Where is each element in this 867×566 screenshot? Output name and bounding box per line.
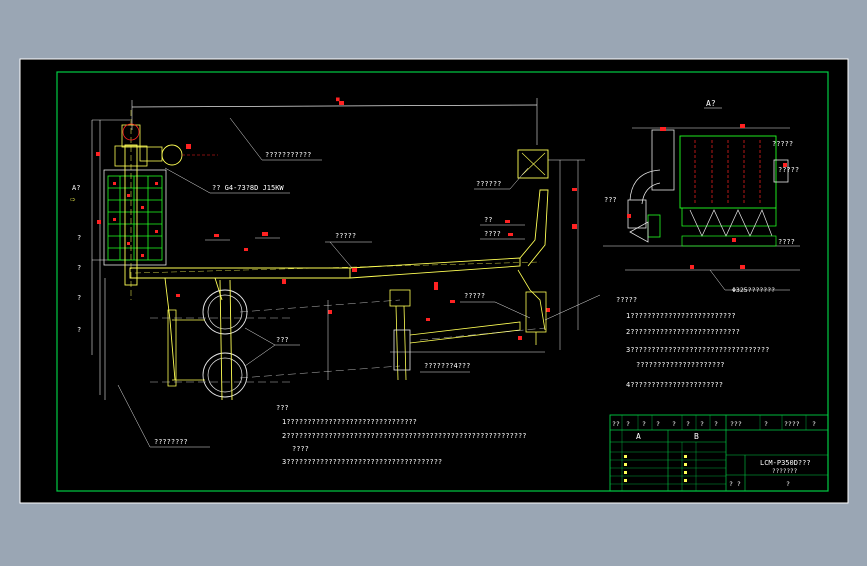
tb-header-cell: ? <box>812 420 816 428</box>
tb-col-b: B <box>694 432 699 441</box>
left-mark: ? <box>77 294 81 302</box>
view-a-callout: ???? <box>778 238 795 246</box>
notes-bottom: ??? 1??????????????????????????????? 2??… <box>276 404 526 466</box>
left-mark: ? <box>77 264 81 272</box>
tb-header-cell: ??? <box>730 420 742 428</box>
view-a: A? ????? ????? ??? ???? Φ3 <box>603 99 800 294</box>
callout-hood: ?????? <box>476 180 501 188</box>
tb-header-cell: ???? <box>784 420 800 428</box>
callout-right-mid: ????? <box>464 292 485 300</box>
note-line: 1??????????????????????????????? <box>282 418 417 426</box>
notes-right: ????? 1????????????????????????? 2??????… <box>616 296 769 389</box>
callout-small-2: ???? <box>484 230 501 238</box>
view-a-callout: ????? <box>778 166 799 174</box>
note-line: 1????????????????????????? <box>626 312 736 320</box>
callout-top-pipe: ??????????? <box>265 151 311 159</box>
view-a-label: A? <box>706 99 716 108</box>
callout-small-1: ?? <box>484 216 492 224</box>
tb-header-cell: ? <box>764 420 768 428</box>
note-line: 2???????????????????????????????????????… <box>282 432 526 440</box>
left-mark: ? <box>77 326 81 334</box>
note-line: 4?????????????????????? <box>626 381 723 389</box>
left-mark: ? <box>77 234 81 242</box>
overall-dim: ■ <box>336 96 340 103</box>
callout-cyclones: ??? <box>276 336 289 344</box>
drop-piping <box>389 269 547 381</box>
drawing-subtitle: ??????? <box>772 468 798 475</box>
callout-mid-pipe: ????? <box>335 232 356 240</box>
tb-header-cell: ? <box>642 420 646 428</box>
tb-cell: ? ? <box>729 480 741 488</box>
note-line: ????????????????????? <box>636 361 725 369</box>
tb-header-cell: ? <box>714 420 718 428</box>
notes-title: ??? <box>276 404 289 412</box>
note-line: 2?????????????????????????? <box>626 328 740 336</box>
note-line: ???? <box>292 445 309 453</box>
tb-header-cell: ?? <box>612 420 620 428</box>
tb-cell: ? <box>786 480 790 488</box>
main-duct <box>129 149 549 381</box>
notes-title: ????? <box>616 296 637 304</box>
fan-model-label: ?? G4-73?8D J15KW <box>212 184 284 192</box>
tb-header-cell: ? <box>700 420 704 428</box>
view-a-callout: ????? <box>772 140 793 148</box>
tb-header-cell: ? <box>686 420 690 428</box>
callout-bottom-left: ???????? <box>154 438 188 446</box>
main-elevation: ■ A? ⇨ ? ? ? ? <box>70 96 601 448</box>
view-arrow-label: A? <box>72 184 80 192</box>
tb-header-cell: ? <box>656 420 660 428</box>
view-a-callout: ??? <box>604 196 617 204</box>
cyclone-separators <box>167 279 248 401</box>
callout-drain: ???????4??? <box>424 362 470 370</box>
tb-col-a: A <box>636 432 641 441</box>
tb-header-cell: ? <box>626 420 630 428</box>
tb-header-cell: ? <box>672 420 676 428</box>
view-arrow-icon: ⇨ <box>70 195 76 205</box>
dim-mark <box>339 101 344 105</box>
dust-collector-tower <box>96 110 218 300</box>
note-line: 3????????????????????????????????? <box>626 346 769 354</box>
note-line: 3????????????????????????????????????? <box>282 458 442 466</box>
title-block: ?? ? ? ? ? ? ? ? ??? ? ???? ? A B LCM-P3… <box>609 414 829 492</box>
drawing-name: LCM-P350D??? <box>760 459 811 467</box>
drawing-border <box>56 71 829 492</box>
